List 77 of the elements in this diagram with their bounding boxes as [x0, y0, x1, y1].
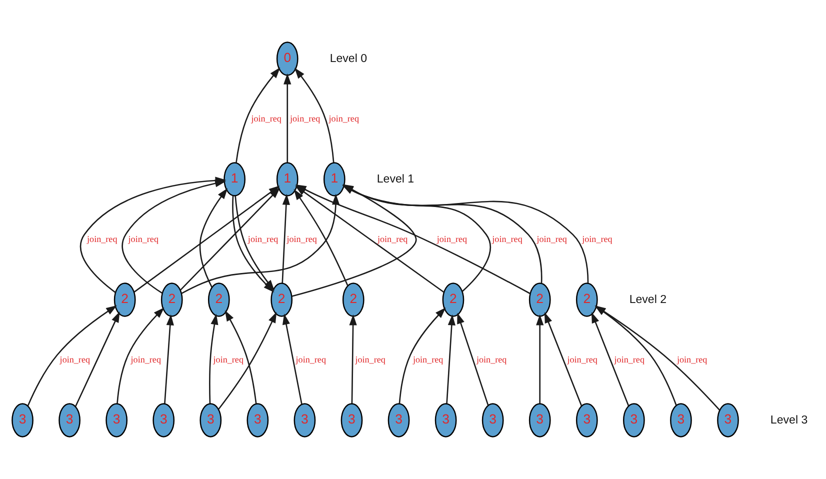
node-ellipse: 2	[576, 282, 598, 317]
arrow	[116, 307, 164, 404]
node-ellipse: 2	[342, 282, 364, 317]
edge-label: join_req	[213, 354, 244, 364]
node-ellipse: 3	[482, 403, 504, 438]
arrow	[218, 312, 277, 410]
node-ellipse: 3	[200, 403, 222, 438]
arrow	[284, 73, 292, 163]
arrow	[199, 188, 228, 288]
arrow	[224, 310, 257, 404]
edge-label: join_req	[328, 113, 359, 124]
node-ellipse: 3	[340, 403, 363, 438]
arrow	[446, 314, 456, 404]
node-ellipse: 3	[106, 403, 128, 438]
node-ellipse: 3	[576, 403, 598, 438]
edge-label: join_req	[87, 234, 118, 244]
edge-label: join_req	[130, 354, 161, 364]
node-ellipse: 3	[152, 403, 175, 438]
edge-label: join_req	[676, 354, 708, 364]
arrow	[164, 314, 174, 404]
node-ellipse: 1	[323, 162, 346, 196]
node-ellipse: 0	[276, 42, 298, 76]
arrow	[398, 307, 446, 404]
node-ellipse: 1	[224, 162, 246, 196]
edge-label: join_req	[436, 234, 468, 244]
edge-label: join_req	[567, 354, 598, 364]
arrow	[536, 314, 544, 404]
node-ellipse: 2	[160, 282, 183, 317]
label: Level 3	[770, 414, 808, 426]
node-ellipse: 2	[114, 282, 136, 317]
edge-label: join_req	[614, 354, 644, 364]
node-ellipse: 3	[717, 403, 739, 438]
arrow	[181, 194, 340, 294]
node-ellipse: 3	[12, 403, 34, 438]
node-ellipse: 3	[246, 403, 269, 438]
edge-label: join_req	[582, 234, 612, 244]
arrow	[294, 68, 334, 163]
node-ellipse: 2	[442, 282, 464, 317]
edge-label: join_req	[296, 354, 326, 364]
arrow	[282, 314, 302, 404]
arrow	[27, 305, 117, 406]
arrow	[544, 312, 582, 406]
edge-label: join_req	[128, 234, 158, 244]
node-ellipse: 3	[623, 403, 645, 438]
node-ellipse: 3	[670, 403, 692, 438]
node-ellipse: 3	[434, 403, 457, 438]
node-ellipse: 3	[294, 403, 316, 438]
node-ellipse: 2	[528, 282, 551, 317]
node-ellipse: 1	[276, 162, 298, 196]
label: Level 0	[330, 52, 368, 65]
edge-label: join_req	[536, 234, 567, 244]
arrow	[349, 314, 357, 404]
edge-label: join_req	[492, 234, 522, 244]
edge-label: join_req	[476, 354, 507, 364]
node-ellipse: 3	[528, 403, 551, 438]
arrow	[75, 311, 120, 407]
node-ellipse: 3	[388, 403, 410, 438]
edge-label: join_req	[412, 354, 444, 364]
arrow	[457, 312, 489, 406]
arrow	[591, 312, 630, 406]
edge-label: join_req	[60, 354, 90, 364]
arrow	[122, 180, 226, 294]
edge-label: join_req	[377, 234, 408, 244]
edge-label: join_req	[290, 113, 320, 124]
arrow	[282, 194, 290, 284]
edge-label: join_req	[251, 113, 282, 124]
arrow	[294, 189, 348, 286]
edge-label: join_req	[248, 234, 278, 244]
node-ellipse: 2	[208, 282, 230, 317]
label: Level 1	[376, 173, 414, 186]
edge-label: join_req	[286, 234, 317, 244]
label: Level 2	[629, 294, 667, 306]
node-ellipse: 2	[270, 282, 293, 317]
edge-label: join_req	[355, 354, 386, 364]
node-ellipse: 3	[58, 403, 80, 438]
arrow	[236, 67, 280, 163]
arrow	[209, 314, 218, 404]
